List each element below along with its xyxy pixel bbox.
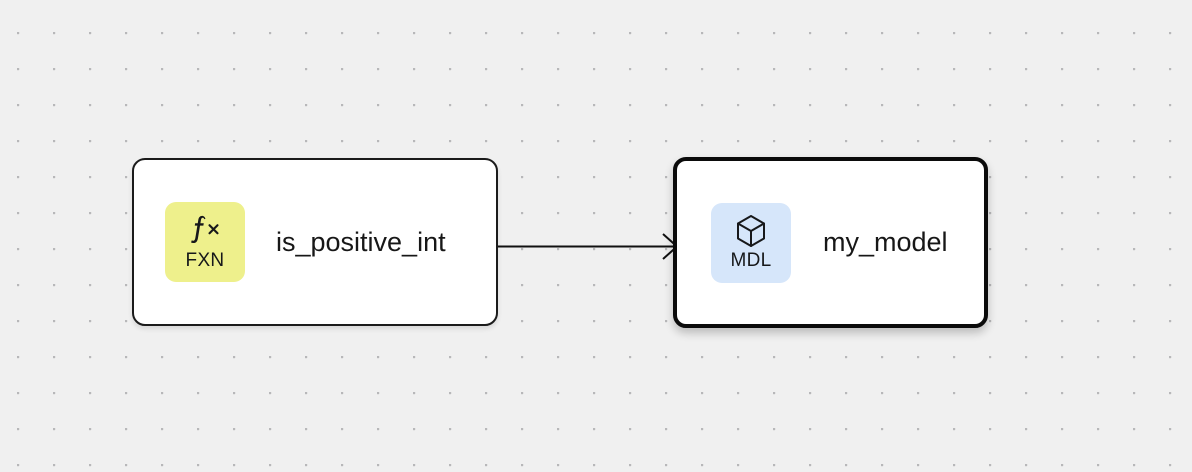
node-is-positive-int[interactable]: FXN is_positive_int (132, 158, 498, 326)
node-badge-mdl: MDL (711, 202, 791, 283)
edge-is_positive_int-my_model[interactable] (498, 233, 679, 260)
cube-box-icon (734, 213, 768, 251)
node-badge-code: FXN (185, 249, 225, 271)
node-badge-fxn: FXN (165, 202, 245, 282)
node-badge-code: MDL (730, 250, 772, 271)
function-fx-icon (188, 213, 222, 251)
node-title: is_positive_int (276, 226, 446, 257)
node-my-model[interactable]: MDL my_model (673, 157, 988, 328)
node-title: my_model (823, 227, 948, 257)
